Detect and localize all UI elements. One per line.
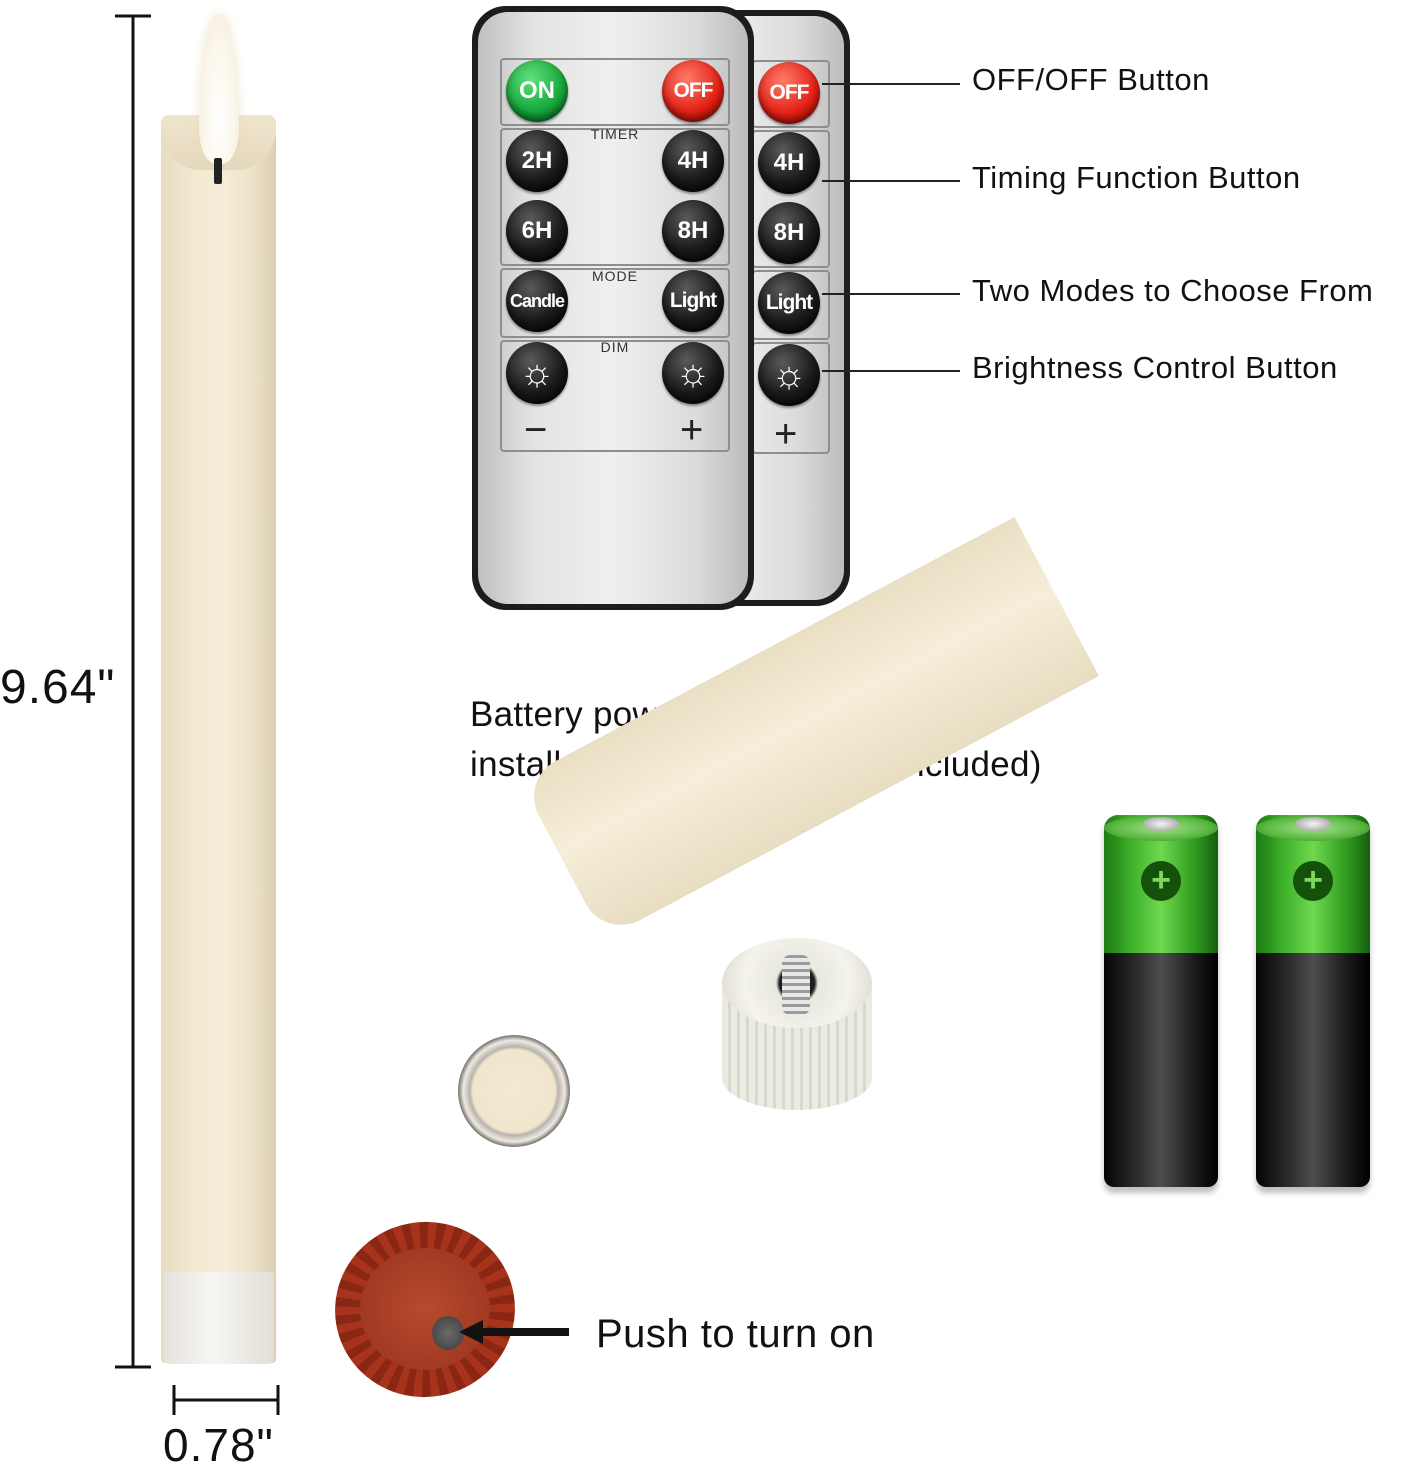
power-group bbox=[500, 58, 730, 126]
off-button[interactable]: OFF bbox=[662, 60, 724, 122]
mode-light-button[interactable]: Light bbox=[662, 270, 724, 332]
battery-compartment-ring bbox=[458, 1035, 570, 1147]
callout-timer: Timing Function Button bbox=[972, 160, 1301, 195]
aaa-battery-1: + bbox=[1104, 815, 1218, 1187]
height-dimension-line bbox=[115, 14, 151, 1369]
on-button[interactable]: ON bbox=[506, 60, 568, 122]
minus-label: − bbox=[524, 408, 548, 452]
arrow-left-icon bbox=[459, 1320, 569, 1344]
dim-plus-button-back[interactable]: ☼ bbox=[758, 344, 820, 406]
remote-front: ON OFF TIMER 2H 4H 6H 8H MODE Candle Lig… bbox=[472, 6, 754, 610]
callout-line-dim bbox=[822, 370, 960, 372]
plus-label: + bbox=[680, 408, 704, 452]
timer-8h-button[interactable]: 8H bbox=[662, 200, 724, 262]
width-dimension-line bbox=[172, 1385, 280, 1415]
timer-6h-button[interactable]: 6H bbox=[506, 200, 568, 262]
mode-label: MODE bbox=[592, 268, 638, 284]
plus-label-back: + bbox=[774, 412, 798, 456]
mode-group bbox=[500, 268, 730, 338]
callout-dim: Brightness Control Button bbox=[972, 350, 1338, 385]
battery-spring bbox=[782, 955, 810, 1015]
timer-2h-button[interactable]: 2H bbox=[506, 130, 568, 192]
height-dimension-label: 9.64" bbox=[0, 661, 116, 714]
dim-label: DIM bbox=[600, 339, 630, 355]
sun-outline-icon: ☼ bbox=[519, 352, 555, 394]
timer-label: TIMER bbox=[590, 126, 640, 142]
dim-plus-button[interactable]: ☼ bbox=[662, 342, 724, 404]
dim-group bbox=[500, 340, 730, 452]
flame-icon bbox=[199, 14, 239, 164]
timer-4h-button[interactable]: 4H bbox=[662, 130, 724, 192]
sun-filled-icon: ☼ bbox=[675, 352, 711, 394]
timer-8h-button-back[interactable]: 8H bbox=[758, 202, 820, 264]
callout-power: OFF/OFF Button bbox=[972, 62, 1210, 97]
timer-group bbox=[500, 128, 730, 266]
candle-body bbox=[161, 115, 276, 1363]
push-switch-face bbox=[360, 1248, 490, 1370]
callout-mode: Two Modes to Choose From bbox=[972, 273, 1374, 308]
mode-light-button-back[interactable]: Light bbox=[758, 272, 820, 334]
push-switch-knob[interactable] bbox=[432, 1316, 464, 1350]
timer-4h-button-back[interactable]: 4H bbox=[758, 132, 820, 194]
aaa-battery-2: + bbox=[1256, 815, 1370, 1187]
off-button-back[interactable]: OFF bbox=[758, 62, 820, 124]
plus-icon: + bbox=[1141, 861, 1181, 901]
mode-candle-button[interactable]: Candle bbox=[506, 270, 568, 332]
wick bbox=[214, 158, 222, 184]
plus-icon: + bbox=[1293, 861, 1333, 901]
callout-line-power bbox=[822, 83, 960, 85]
push-to-turn-on-label: Push to turn on bbox=[596, 1312, 875, 1356]
width-dimension-label: 0.78" bbox=[163, 1419, 274, 1471]
candle-base bbox=[164, 1272, 274, 1364]
callout-line-timer bbox=[822, 180, 960, 182]
dim-minus-button[interactable]: ☼ bbox=[506, 342, 568, 404]
callout-line-mode bbox=[822, 293, 960, 295]
sun-icon: ☼ bbox=[771, 354, 807, 396]
remote-front-face: ON OFF TIMER 2H 4H 6H 8H MODE Candle Lig… bbox=[478, 12, 748, 604]
